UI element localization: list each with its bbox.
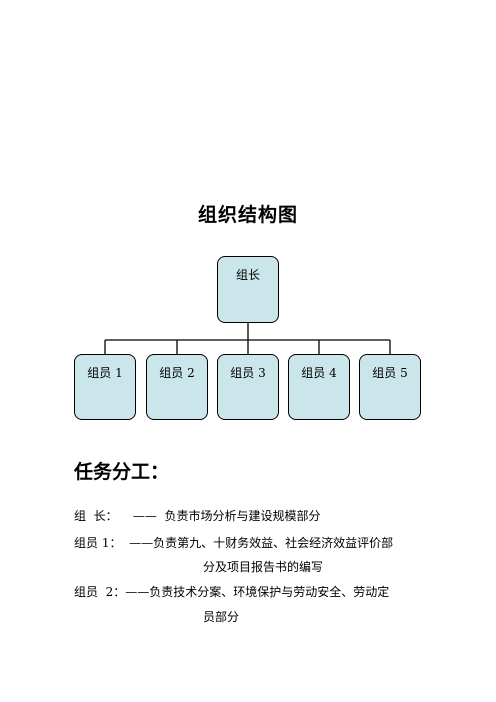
- page-title: 组织结构图: [197, 204, 298, 226]
- org-box-member-5: 组员 5: [359, 354, 421, 420]
- org-box-member-label: 组员 5: [372, 366, 408, 380]
- org-box-member-4: 组员 4: [288, 354, 350, 420]
- org-box-member-label: 组员 3: [230, 366, 266, 380]
- task-line-member-1-cont: 分及项目报告书的编写: [203, 560, 324, 574]
- org-box-member-1: 组员 1: [74, 354, 136, 420]
- org-box-member-2: 组员 2: [146, 354, 208, 420]
- org-box-member-3: 组员 3: [217, 354, 279, 420]
- org-box-member-label: 组员 4: [301, 366, 337, 380]
- task-line-member-2-cont: 员部分: [203, 610, 240, 624]
- tasks-heading: 任务分工：: [74, 461, 170, 483]
- org-box-member-label: 组员 2: [159, 366, 195, 380]
- task-line-member-1: 组员 1： ——负责第九、十财务效益、社会经济效益评价部: [74, 536, 394, 550]
- org-box-member-label: 组员 1: [87, 366, 123, 380]
- task-line-member-2: 组员 2：——负责技术分案、环境保护与劳动安全、劳动定: [74, 585, 390, 599]
- org-box-leader: 组长: [217, 256, 279, 323]
- task-line-leader: 组 长： —— 负责市场分析与建设规模部分: [74, 509, 321, 523]
- org-box-leader-label: 组长: [235, 268, 260, 282]
